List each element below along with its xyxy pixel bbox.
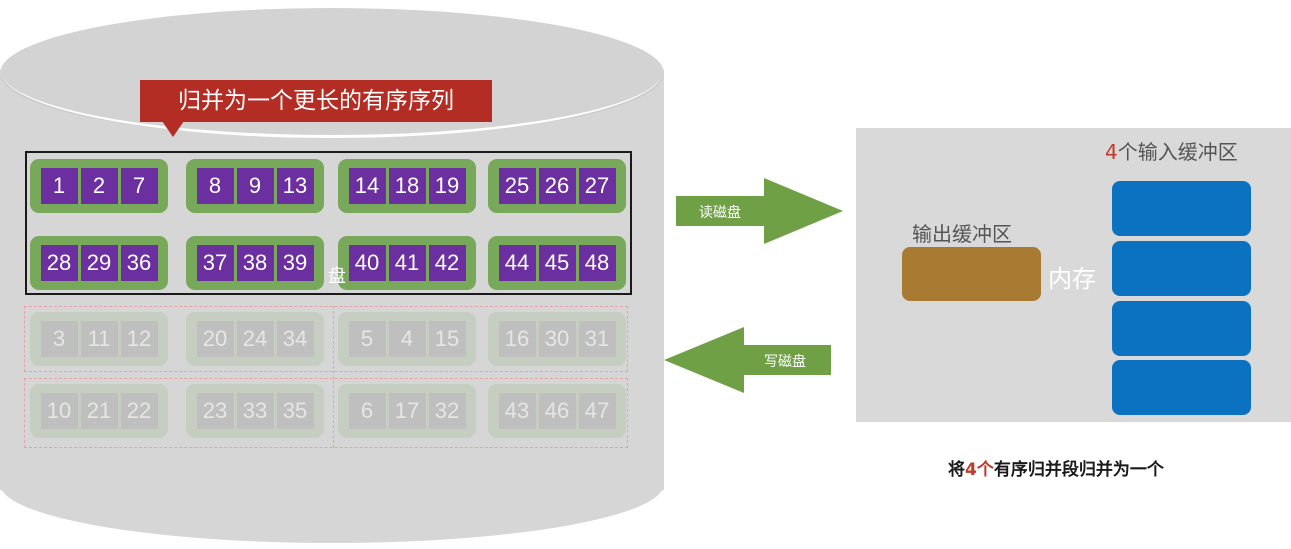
record-cell: 37 <box>196 245 234 281</box>
record-cell: 1 <box>40 168 78 204</box>
record-cell: 44 <box>498 245 536 281</box>
run-group: 14 18 19 <box>338 159 476 213</box>
record-cell: 12 <box>120 321 158 357</box>
write-disk-arrow <box>664 327 831 393</box>
faded-run-group: 20 24 34 <box>186 312 324 366</box>
input-buffer <box>1112 241 1251 296</box>
input-buffer-text: 个输入缓冲区 <box>1117 140 1238 164</box>
caption-count: 4个 <box>965 460 994 480</box>
input-buffer <box>1112 181 1251 236</box>
record-cell: 29 <box>80 245 118 281</box>
record-cell: 14 <box>348 168 386 204</box>
record-cell: 24 <box>236 321 274 357</box>
read-arrow-shape <box>676 178 843 244</box>
record-cell: 34 <box>276 321 314 357</box>
record-cell: 5 <box>348 321 386 357</box>
faded-column-divider <box>333 306 334 448</box>
run-group: 44 45 48 <box>488 236 626 290</box>
record-cell: 38 <box>236 245 274 281</box>
record-cell: 18 <box>388 168 426 204</box>
faded-run-group: 16 30 31 <box>488 312 626 366</box>
record-cell: 22 <box>120 393 158 429</box>
input-buffer-label: 4个输入缓冲区 <box>1105 136 1238 165</box>
run-group: 40 41 42 <box>338 236 476 290</box>
faded-row-outline <box>24 306 628 372</box>
read-disk-arrow <box>676 178 843 244</box>
run-group: 37 38 39 <box>186 236 324 290</box>
run-group: 28 29 36 <box>30 236 168 290</box>
record-cell: 8 <box>196 168 234 204</box>
record-cell: 28 <box>40 245 78 281</box>
diagram-caption: 将4个有序归并段归并为一个 <box>948 455 1164 480</box>
record-cell: 21 <box>80 393 118 429</box>
record-cell: 36 <box>120 245 158 281</box>
record-cell: 19 <box>428 168 466 204</box>
record-cell: 35 <box>276 393 314 429</box>
write-arrow-shape <box>664 327 831 393</box>
record-cell: 39 <box>276 245 314 281</box>
input-buffer <box>1112 360 1251 415</box>
merged-sequence-frame <box>25 151 632 295</box>
record-cell: 40 <box>348 245 386 281</box>
record-cell: 6 <box>348 393 386 429</box>
record-cell: 47 <box>578 393 616 429</box>
record-cell: 23 <box>196 393 234 429</box>
record-cell: 30 <box>538 321 576 357</box>
faded-run-group: 43 46 47 <box>488 384 626 438</box>
record-cell: 3 <box>40 321 78 357</box>
record-cell: 16 <box>498 321 536 357</box>
record-cell: 20 <box>196 321 234 357</box>
caption-prefix: 将 <box>948 460 965 480</box>
memory-label: 内存 <box>1048 265 1096 293</box>
record-cell: 45 <box>538 245 576 281</box>
write-disk-label: 写磁盘 <box>764 354 806 370</box>
faded-run-group: 6 17 32 <box>338 384 476 438</box>
record-cell: 2 <box>80 168 118 204</box>
output-buffer <box>902 247 1041 301</box>
record-cell: 31 <box>578 321 616 357</box>
record-cell: 11 <box>80 321 118 357</box>
faded-run-group: 23 33 35 <box>186 384 324 438</box>
record-cell: 43 <box>498 393 536 429</box>
record-cell: 15 <box>428 321 466 357</box>
record-cell: 41 <box>388 245 426 281</box>
record-cell: 9 <box>236 168 274 204</box>
record-cell: 25 <box>498 168 536 204</box>
record-cell: 32 <box>428 393 466 429</box>
record-cell: 46 <box>538 393 576 429</box>
output-buffer-label: 输出缓冲区 <box>912 222 1012 246</box>
record-cell: 4 <box>388 321 426 357</box>
input-buffer-count: 4 <box>1105 140 1118 164</box>
disk-rim <box>0 70 664 138</box>
caption-suffix: 有序归并段归并为一个 <box>993 460 1164 480</box>
faded-run-group: 3 11 12 <box>30 312 168 366</box>
record-cell: 42 <box>428 245 466 281</box>
faded-run-group: 10 21 22 <box>30 384 168 438</box>
record-cell: 27 <box>578 168 616 204</box>
input-buffer <box>1112 301 1251 356</box>
faded-row-outline <box>24 378 628 448</box>
record-cell: 13 <box>276 168 314 204</box>
record-cell: 48 <box>578 245 616 281</box>
read-disk-label: 读磁盘 <box>699 205 741 221</box>
run-group: 8 9 13 <box>186 159 324 213</box>
run-group: 1 2 7 <box>30 159 168 213</box>
faded-run-group: 5 4 15 <box>338 312 476 366</box>
record-cell: 26 <box>538 168 576 204</box>
record-cell: 10 <box>40 393 78 429</box>
merge-callout: 归并为一个更长的有序序列 <box>140 80 492 122</box>
disk-label: 盘 <box>328 266 346 287</box>
record-cell: 17 <box>388 393 426 429</box>
record-cell: 7 <box>120 168 158 204</box>
run-group: 25 26 27 <box>488 159 626 213</box>
record-cell: 33 <box>236 393 274 429</box>
merge-callout-tail <box>162 121 184 137</box>
